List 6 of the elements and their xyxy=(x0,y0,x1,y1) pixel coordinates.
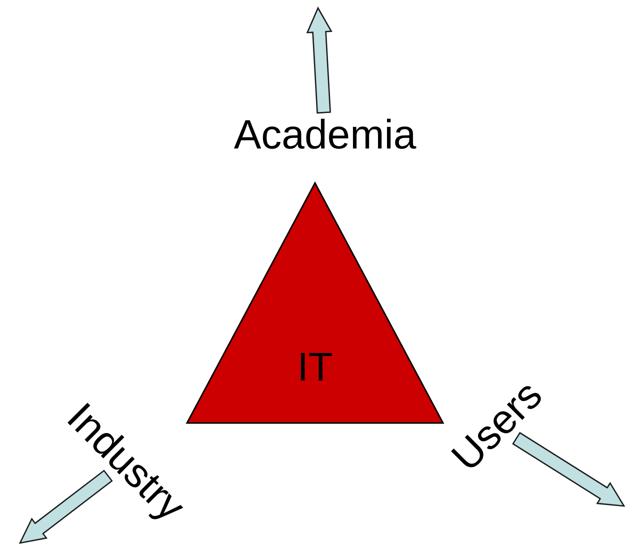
block-arrow xyxy=(18,470,113,544)
rotated-label: Academia xyxy=(234,114,416,156)
triangle-label: IT xyxy=(297,346,333,390)
block-arrow xyxy=(512,432,626,507)
block-arrow xyxy=(306,6,332,114)
triangle xyxy=(187,183,443,423)
